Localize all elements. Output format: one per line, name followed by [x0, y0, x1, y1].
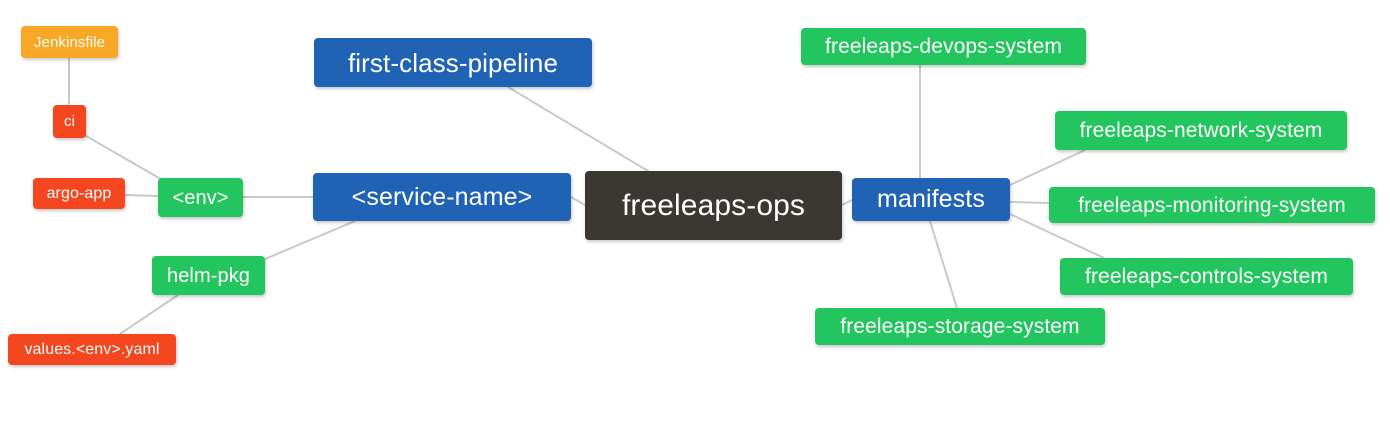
node-label-freeleaps-monitoring-system: freeleaps-monitoring-system: [1078, 193, 1346, 217]
node-label-freeleaps-storage-system: freeleaps-storage-system: [840, 315, 1080, 338]
node-first-class-pipeline[interactable]: first-class-pipeline: [314, 38, 592, 87]
edge-helm-pkg-to-values-env-yaml: [119, 294, 179, 335]
edge-freeleaps-ops-to-first-class-pipeline: [507, 86, 649, 172]
node-label-ci: ci: [63, 113, 76, 130]
node-manifests[interactable]: manifests: [852, 178, 1010, 221]
node-label-jenkinsfile: Jenkinsfile: [33, 33, 106, 51]
node-ci[interactable]: ci: [53, 105, 86, 138]
edge-freeleaps-ops-to-manifests: [841, 199, 853, 206]
node-label-freeleaps-controls-system: freeleaps-controls-system: [1085, 265, 1328, 288]
node-argo-app[interactable]: argo-app: [33, 178, 125, 209]
node-env[interactable]: <env>: [158, 178, 243, 217]
node-freeleaps-storage-system[interactable]: freeleaps-storage-system: [815, 308, 1105, 345]
node-label-freeleaps-network-system: freeleaps-network-system: [1079, 119, 1323, 142]
edge-freeleaps-ops-to-service-name: [570, 196, 586, 206]
node-values-env-yaml[interactable]: values.<env>.yaml: [8, 334, 176, 365]
node-label-helm-pkg: helm-pkg: [166, 264, 251, 287]
node-label-service-name: <service-name>: [351, 182, 533, 211]
node-freeleaps-monitoring-system[interactable]: freeleaps-monitoring-system: [1049, 187, 1375, 223]
node-label-freeleaps-devops-system: freeleaps-devops-system: [825, 35, 1062, 58]
node-jenkinsfile[interactable]: Jenkinsfile: [21, 26, 118, 58]
node-freeleaps-ops[interactable]: freeleaps-ops: [585, 171, 842, 240]
edge-service-name-to-helm-pkg: [264, 220, 356, 260]
edge-env-to-argo-app: [124, 194, 159, 197]
node-helm-pkg[interactable]: helm-pkg: [152, 256, 265, 295]
node-label-first-class-pipeline: first-class-pipeline: [347, 47, 559, 78]
node-label-env: <env>: [172, 186, 229, 209]
node-label-argo-app: argo-app: [46, 184, 112, 202]
node-freeleaps-network-system[interactable]: freeleaps-network-system: [1055, 111, 1347, 150]
edge-manifests-to-freeleaps-monitoring-system: [1009, 201, 1050, 204]
edge-manifests-to-freeleaps-storage-system: [929, 220, 958, 309]
node-label-freeleaps-ops: freeleaps-ops: [621, 188, 806, 222]
edge-manifests-to-freeleaps-network-system: [1009, 149, 1086, 186]
node-label-values-env-yaml: values.<env>.yaml: [24, 340, 160, 358]
node-freeleaps-controls-system[interactable]: freeleaps-controls-system: [1060, 258, 1353, 295]
node-freeleaps-devops-system[interactable]: freeleaps-devops-system: [801, 28, 1086, 65]
node-label-manifests: manifests: [877, 185, 985, 213]
node-service-name[interactable]: <service-name>: [313, 173, 571, 221]
